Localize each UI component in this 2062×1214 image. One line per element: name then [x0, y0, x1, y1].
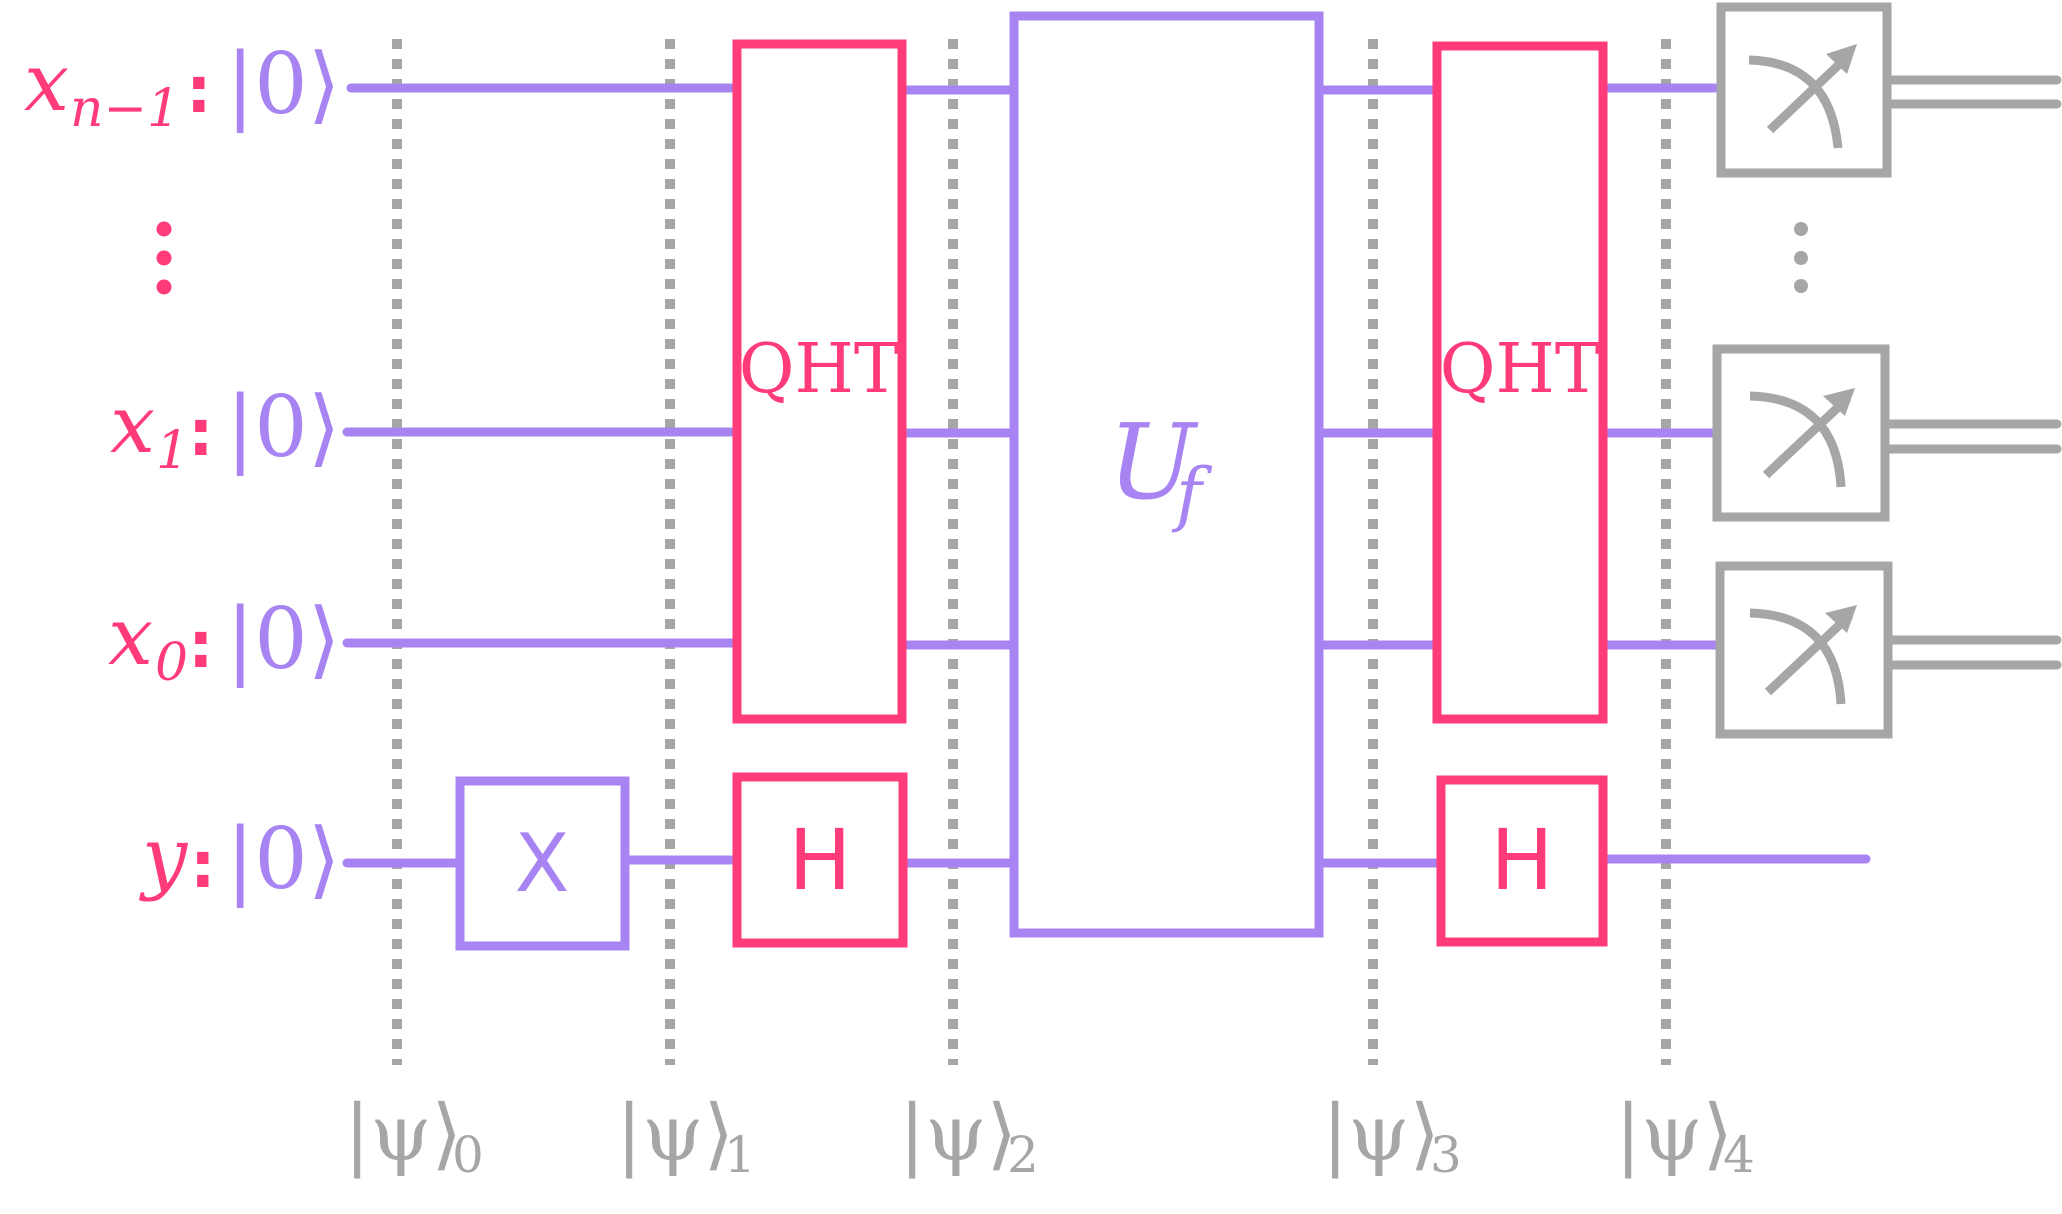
- qht-gate-2-box[interactable]: [1432, 41, 1608, 724]
- measurement-ellipsis-icon: [1794, 222, 1808, 293]
- state-ket: |ψ⟩: [899, 1089, 1017, 1179]
- oracle-uf-gate[interactable]: U f: [1009, 11, 1324, 938]
- qubit-subscript: 0: [155, 633, 188, 693]
- h-gate-1-label: H: [788, 811, 851, 909]
- state-index: 2: [1007, 1126, 1039, 1184]
- qht-gate-2[interactable]: QHT: [1432, 41, 1608, 724]
- wires: [342, 83, 1871, 868]
- state-label-psi-2: |ψ⟩ 2: [899, 1089, 1039, 1184]
- h-gate-1[interactable]: H: [732, 772, 908, 948]
- initial-state: |0⟩: [226, 378, 341, 476]
- oracle-uf-label: U: [1108, 401, 1199, 523]
- ellipsis-dot: [156, 279, 172, 295]
- qubit-colon: :: [188, 397, 214, 471]
- qubit-colon: :: [186, 54, 212, 128]
- state-label-psi-1: |ψ⟩ 1: [616, 1089, 756, 1184]
- state-index: 3: [1430, 1126, 1462, 1184]
- qubit-name: y: [139, 810, 189, 903]
- qubit-subscript: 1: [156, 421, 189, 481]
- qubit-name: x: [24, 36, 69, 129]
- state-labels: |ψ⟩ 0 |ψ⟩ 1 |ψ⟩ 2 |ψ⟩ 3 |ψ⟩ 4: [344, 1089, 1755, 1184]
- qubit-name: x: [108, 590, 153, 683]
- qubit-label-x-n-1: x n−1 : |0⟩: [24, 35, 341, 139]
- qubit-labels: x n−1 : |0⟩ x 1 : |0⟩ x 0 : |0⟩ y :: [24, 35, 341, 908]
- state-index: 4: [1723, 1126, 1755, 1184]
- qubit-subscript: n−1: [70, 79, 180, 139]
- x-gate-label: X: [515, 817, 570, 910]
- qubit-name: x: [110, 378, 155, 471]
- state-ket: |ψ⟩: [616, 1089, 734, 1179]
- state-label-psi-4: |ψ⟩ 4: [1615, 1089, 1755, 1184]
- measurement-3[interactable]: [1715, 561, 2062, 739]
- oracle-uf-box[interactable]: [1009, 11, 1324, 938]
- measurement-box[interactable]: [1712, 344, 1890, 522]
- h-gate-2[interactable]: H: [1436, 775, 1608, 947]
- meter-icon: [1749, 388, 1855, 488]
- qht-gate-1[interactable]: QHT: [732, 39, 907, 724]
- qht-gate-1-label: QHT: [739, 330, 899, 409]
- h-gate-1-box[interactable]: [732, 772, 908, 948]
- qubit-label-y: y : |0⟩: [139, 810, 341, 908]
- ellipsis-dot: [1794, 279, 1808, 293]
- ellipsis-dot: [156, 221, 172, 237]
- state-index: 0: [452, 1126, 484, 1184]
- measurement-box[interactable]: [1715, 561, 1893, 739]
- x-gate-box[interactable]: [455, 776, 630, 951]
- initial-state: |0⟩: [226, 810, 341, 908]
- initial-state: |0⟩: [226, 590, 341, 688]
- measurement-2[interactable]: [1712, 344, 2062, 522]
- meter-icon: [1748, 44, 1857, 149]
- h-gate-2-label: H: [1490, 811, 1553, 909]
- ellipsis-dot: [156, 250, 172, 266]
- h-gate-2-box[interactable]: [1436, 775, 1608, 947]
- state-ket: |ψ⟩: [1322, 1089, 1440, 1179]
- qubit-colon: :: [188, 609, 214, 683]
- state-label-psi-0: |ψ⟩ 0: [344, 1089, 484, 1184]
- state-label-psi-3: |ψ⟩ 3: [1322, 1089, 1462, 1184]
- ellipsis-dot: [1794, 222, 1808, 236]
- qubit-label-x-1: x 1 : |0⟩: [110, 378, 341, 481]
- qht-gate-1-box[interactable]: [732, 39, 907, 724]
- measurement-1[interactable]: [1716, 2, 2062, 178]
- measurement-box[interactable]: [1716, 2, 1892, 178]
- x-gate[interactable]: X: [455, 776, 630, 951]
- meter-icon: [1749, 605, 1857, 705]
- qht-gate-2-label: QHT: [1440, 330, 1600, 409]
- state-index: 1: [724, 1126, 756, 1184]
- ellipsis-dot: [1794, 251, 1808, 265]
- vertical-ellipsis-icon: [156, 221, 172, 295]
- initial-state: |0⟩: [226, 35, 341, 133]
- state-ket: |ψ⟩: [344, 1089, 462, 1179]
- qubit-label-x-0: x 0 : |0⟩: [108, 590, 341, 693]
- qubit-colon: :: [190, 829, 216, 903]
- state-ket: |ψ⟩: [1615, 1089, 1733, 1179]
